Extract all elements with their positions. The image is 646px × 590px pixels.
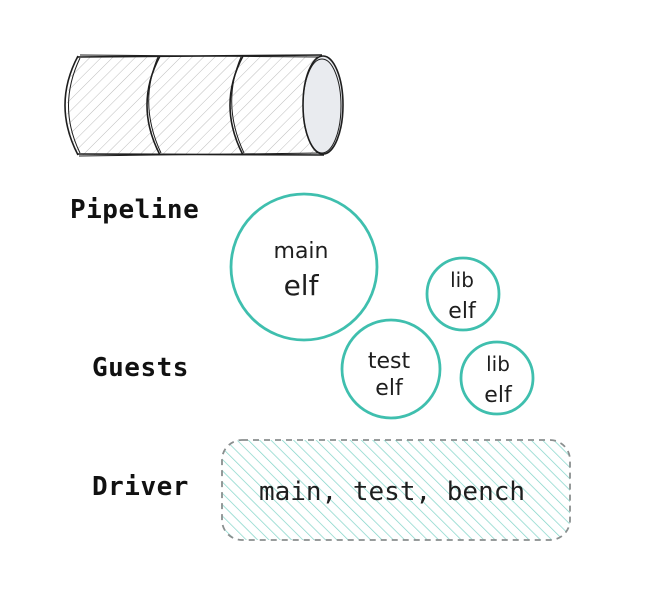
guest-test-line1: test — [368, 349, 411, 374]
guest-lib1-line1: lib — [450, 268, 474, 292]
pipeline-cylinder — [64, 54, 344, 157]
guest-main-line1: main — [274, 239, 329, 264]
guest-lib1-line2: elf — [448, 299, 477, 324]
label-pipeline: Pipeline — [70, 195, 200, 225]
guest-lib2-line1: lib — [486, 352, 510, 376]
driver-text: main, test, bench — [259, 477, 525, 507]
label-driver: Driver — [92, 472, 189, 502]
guest-main-elf: main elf — [229, 192, 379, 342]
guest-lib2-line2: elf — [484, 383, 513, 408]
guest-lib-elf-2: lib elf — [459, 340, 535, 416]
guest-lib-elf-1: lib elf — [425, 256, 501, 332]
label-guests: Guests — [92, 353, 189, 383]
guest-test-line2: elf — [375, 376, 404, 401]
guest-test-elf: test elf — [340, 318, 442, 420]
guest-main-line2: elf — [284, 269, 320, 302]
driver-box: main, test, bench — [221, 439, 571, 541]
